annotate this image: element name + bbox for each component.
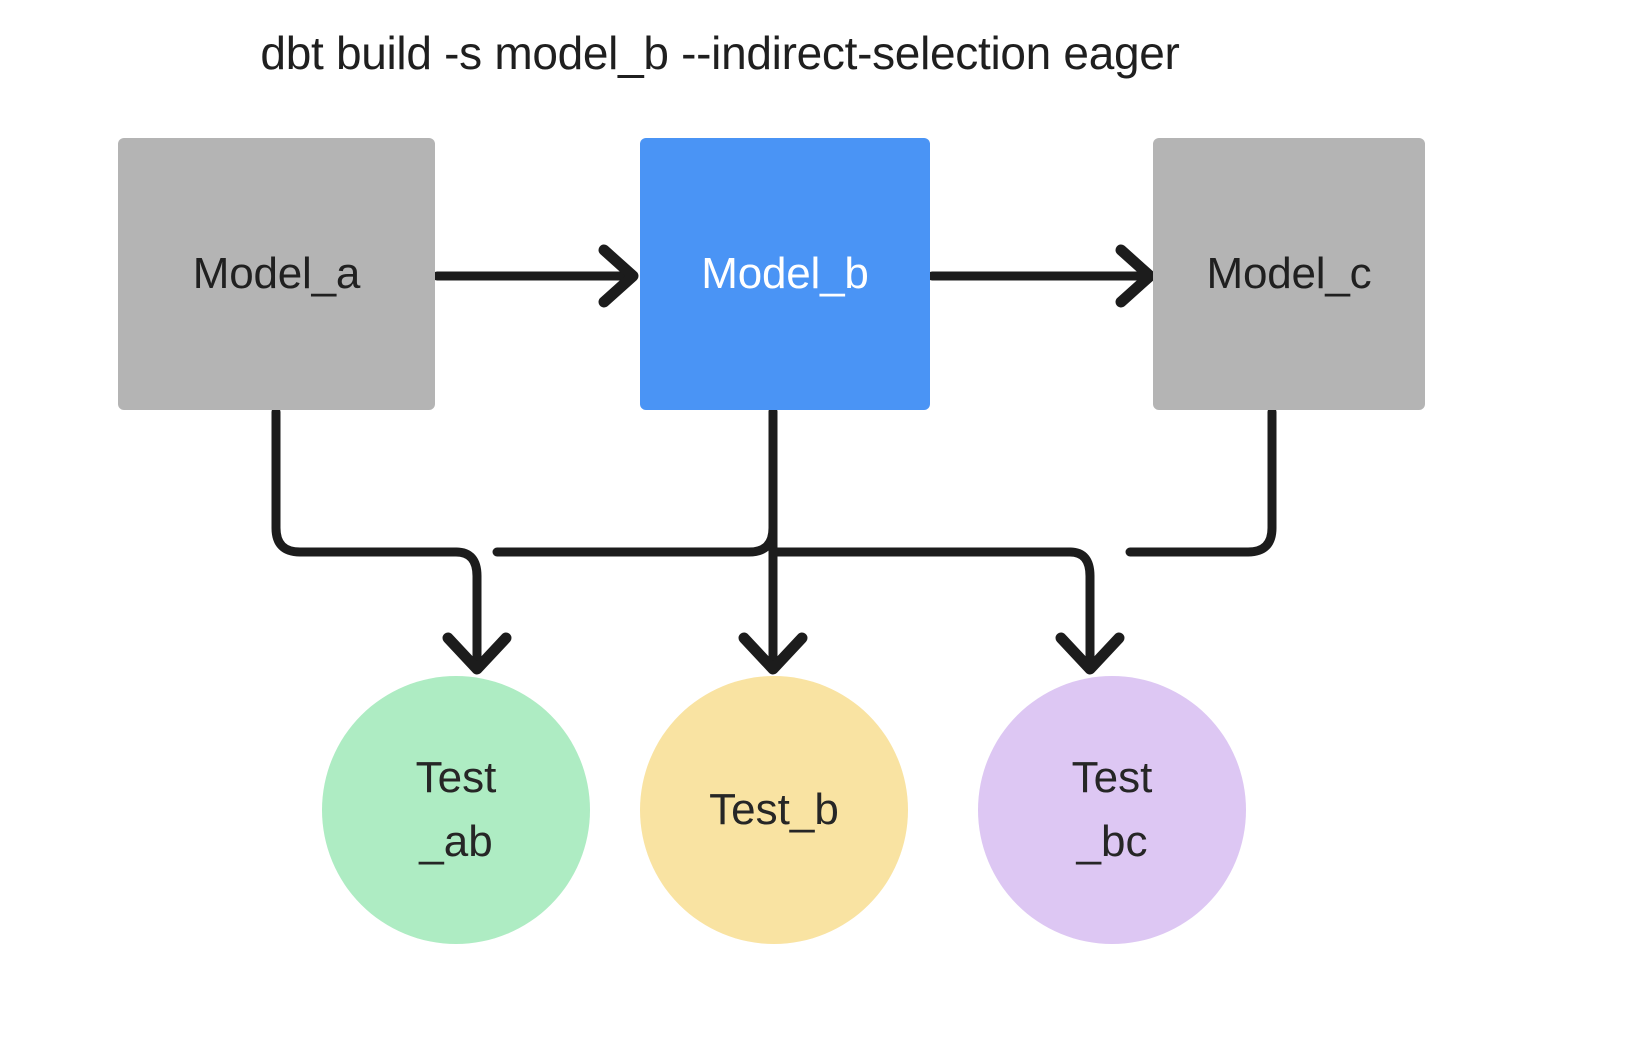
- edge-model-a-to-test-ab: [271, 407, 461, 557]
- node-model-c-label: Model_c: [1206, 249, 1372, 298]
- diagram-title: dbt build -s model_b --indirect-selectio…: [260, 27, 1180, 79]
- node-test-b[interactable]: Test_b: [640, 676, 908, 944]
- edge-model-b-to-test-ab: [492, 407, 778, 557]
- node-test-ab-label-line2: _ab: [419, 817, 493, 866]
- node-test-ab[interactable]: Test _ab: [322, 676, 590, 944]
- node-model-b-label: Model_b: [701, 249, 869, 298]
- node-test-bc[interactable]: Test _bc: [978, 676, 1246, 944]
- node-test-b-label-line1: Test_b: [709, 785, 839, 835]
- node-model-a-label: Model_a: [192, 249, 361, 298]
- node-test-bc-label-line2: _bc: [1076, 817, 1148, 866]
- node-model-a[interactable]: Model_a: [118, 138, 435, 410]
- edge-model-b-to-model-c: [927, 244, 1156, 308]
- node-test-ab-label-line1: Test: [415, 753, 497, 803]
- edge-model-a-to-model-b: [432, 244, 639, 308]
- edge-model-c-to-test-bc: [1125, 407, 1277, 557]
- node-model-b[interactable]: Model_b: [640, 138, 930, 410]
- edge-model-b-to-test-b: [738, 407, 808, 675]
- edge-junction-test-ab: [442, 547, 512, 675]
- node-model-c[interactable]: Model_c: [1153, 138, 1425, 410]
- node-test-bc-label-line1: Test: [1071, 753, 1153, 803]
- edge-junction-test-bc: [1055, 547, 1125, 675]
